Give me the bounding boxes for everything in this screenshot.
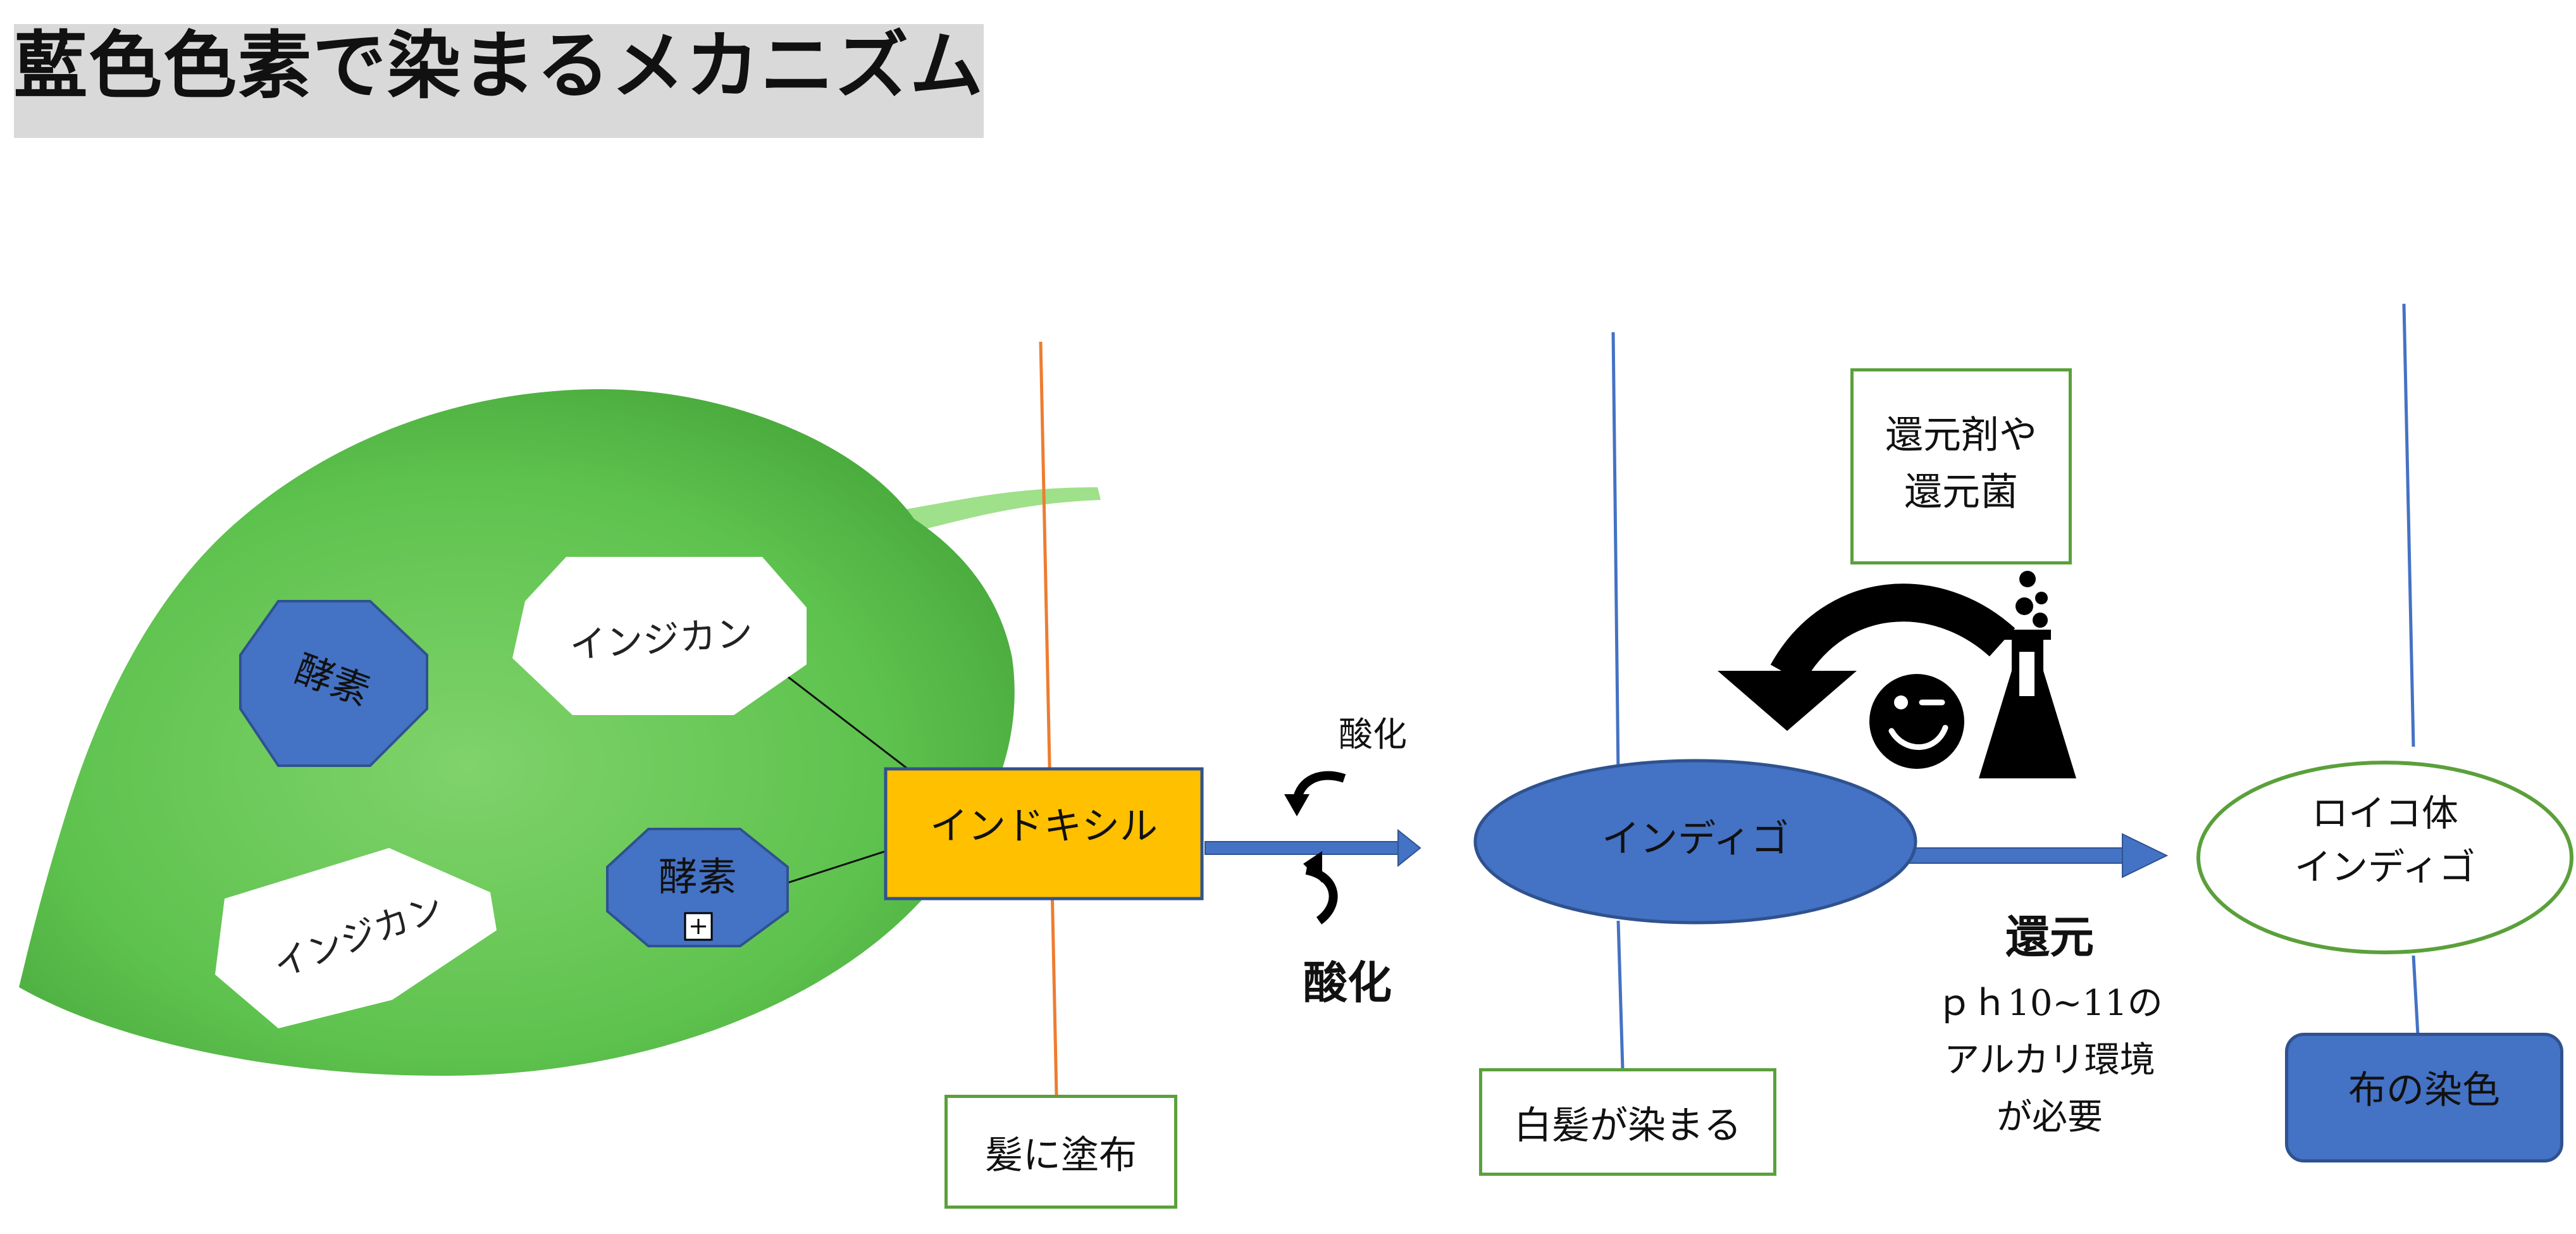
indigo-ellipse <box>1473 759 1917 925</box>
leuco-indigo-ellipse <box>2196 761 2573 954</box>
cloth-dyeing-label: 布の染色 <box>2348 1068 2500 1112</box>
oxidation-label-bold: 酸化 <box>1303 957 1392 1009</box>
reducing-agent-box: 還元剤や 還元菌 <box>1850 368 2072 564</box>
smiley-face-icon <box>1869 674 1964 769</box>
flask-icon <box>1979 571 2076 778</box>
page-title: 藍色色素で染まるメカニズム <box>14 23 984 109</box>
blue-divider-line-right-bottom <box>2412 955 2420 1035</box>
condition-line-2: アルカリ環境 <box>1944 1039 2155 1081</box>
connector-indican-indoxyl <box>771 663 908 770</box>
arrow-indoxyl-to-indigo <box>1204 828 1421 868</box>
indoxyl-box <box>884 767 1204 901</box>
blue-divider-line-right-top <box>2402 303 2415 747</box>
gray-hair-dyed-label: 白髪が染まる <box>1514 1103 1742 1148</box>
reducing-agent-line-1: 還元剤や <box>1885 413 2037 458</box>
condition-line-1: ｐｈ10~11の <box>1936 982 2163 1024</box>
oxidation-label-small: 酸化 <box>1339 714 1407 754</box>
blue-divider-line-bottom <box>1616 920 1625 1070</box>
oxidation-curved-arrow-up <box>1284 771 1346 816</box>
blue-divider-line-top <box>1611 332 1620 776</box>
leuco-indigo-line-1: ロイコ体 <box>2311 792 2458 835</box>
leaf-blade <box>19 389 1015 1076</box>
indigo-label: インディゴ <box>1602 816 1789 861</box>
leuco-indigo-line-2: インディゴ <box>2294 845 2475 888</box>
plus-box <box>684 912 713 941</box>
indoxyl-label: インドキシル <box>930 804 1158 849</box>
reducing-agent-line-2: 還元菌 <box>1904 470 2018 514</box>
apply-to-hair-label: 髪に塗布 <box>985 1133 1137 1178</box>
title-background <box>14 24 984 138</box>
big-curved-arrow <box>1718 583 2016 731</box>
gray-hair-dyed-box: 白髪が染まる <box>1479 1068 1776 1176</box>
orange-divider-line <box>1039 341 1058 1095</box>
enzyme-label-2: 酵素 <box>658 854 737 900</box>
enzyme-octagon-1 <box>239 600 428 767</box>
leaf-stem <box>905 487 1101 532</box>
arrow-indigo-to-leuco <box>1891 833 2169 878</box>
apply-to-hair-box: 髪に塗布 <box>944 1095 1177 1209</box>
leaf-illustration <box>19 389 1101 1076</box>
cloth-dyeing-box: 布の染色 <box>2285 1033 2563 1162</box>
reduction-label: 還元 <box>2005 911 2094 963</box>
indican-octagon-2 <box>215 848 497 1028</box>
condition-line-3: が必要 <box>1997 1096 2103 1138</box>
enzyme-octagon-2 <box>606 828 789 947</box>
connector-enzyme-indoxyl <box>787 850 886 884</box>
oxidation-curved-arrow-down <box>1303 851 1338 925</box>
indican-octagon-1 <box>512 557 807 715</box>
